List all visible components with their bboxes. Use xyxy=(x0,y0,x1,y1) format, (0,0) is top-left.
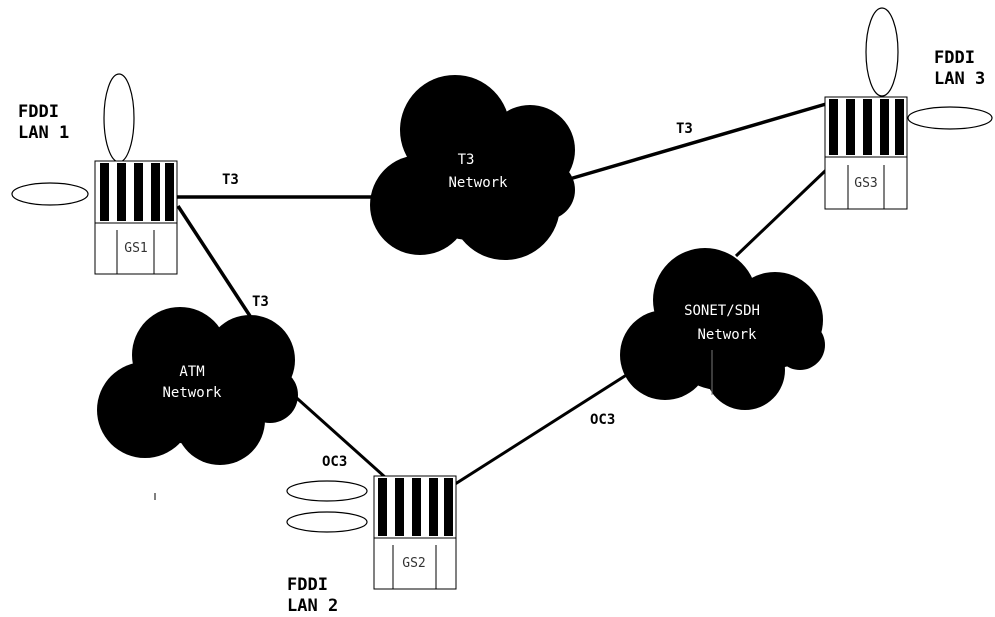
fddi-ring-lan2-lower xyxy=(286,511,368,533)
gs3-label: GS3 xyxy=(854,176,877,191)
gs2-label: GS2 xyxy=(402,556,425,571)
link-label-t3-network-gs3: T3 xyxy=(676,121,693,137)
link-label-gs1-t3-network: T3 xyxy=(222,172,239,188)
fddi-ring-lan1-vertical xyxy=(103,73,135,163)
sonet-network-cloud: SONET/SDH Network xyxy=(620,248,825,410)
atm-network-label-line1: ATM xyxy=(179,364,204,380)
lan1-label-line1: FDDI xyxy=(18,102,59,122)
sonet-network-label-line2: Network xyxy=(697,327,757,343)
fddi-ring-lan1-horizontal xyxy=(11,182,89,206)
fddi-ring-lan3-vertical xyxy=(865,7,899,97)
link-label-atm-network-gs2: OC3 xyxy=(322,454,347,470)
lan2-label-line2: LAN 2 xyxy=(287,596,338,616)
t3-network-label-line1: T3 xyxy=(458,152,475,168)
atm-network-label-line2: Network xyxy=(162,385,222,401)
link-t3-network-gs3 xyxy=(565,102,827,182)
gs3-switch: GS3 xyxy=(824,96,908,210)
link-gs1-atm-network xyxy=(176,205,252,317)
lan2-label-line1: FDDI xyxy=(287,575,328,595)
link-label-gs1-atm-network: T3 xyxy=(252,294,269,310)
fddi-ring-lan2-upper xyxy=(286,480,368,502)
t3-network-label-line2: Network xyxy=(448,175,508,191)
gs2-switch: GS2 xyxy=(373,475,457,590)
atm-network-cloud: ATM Network xyxy=(97,307,298,465)
fddi-ring-lan3-horizontal xyxy=(907,106,993,130)
link-atm-network-gs2 xyxy=(288,390,388,480)
link-gs2-sonet-network xyxy=(451,372,629,488)
gs1-label: GS1 xyxy=(124,241,147,256)
lan3-label-line1: FDDI xyxy=(934,48,975,68)
t3-network-cloud: T3 Network xyxy=(370,75,575,260)
lan3-label-line2: LAN 3 xyxy=(934,69,985,89)
sonet-network-label-line1: SONET/SDH xyxy=(684,303,760,319)
lan1-label-line2: LAN 1 xyxy=(18,123,69,143)
gs1-switch: GS1 xyxy=(94,160,178,275)
link-label-gs2-sonet-network: OC3 xyxy=(590,412,615,428)
